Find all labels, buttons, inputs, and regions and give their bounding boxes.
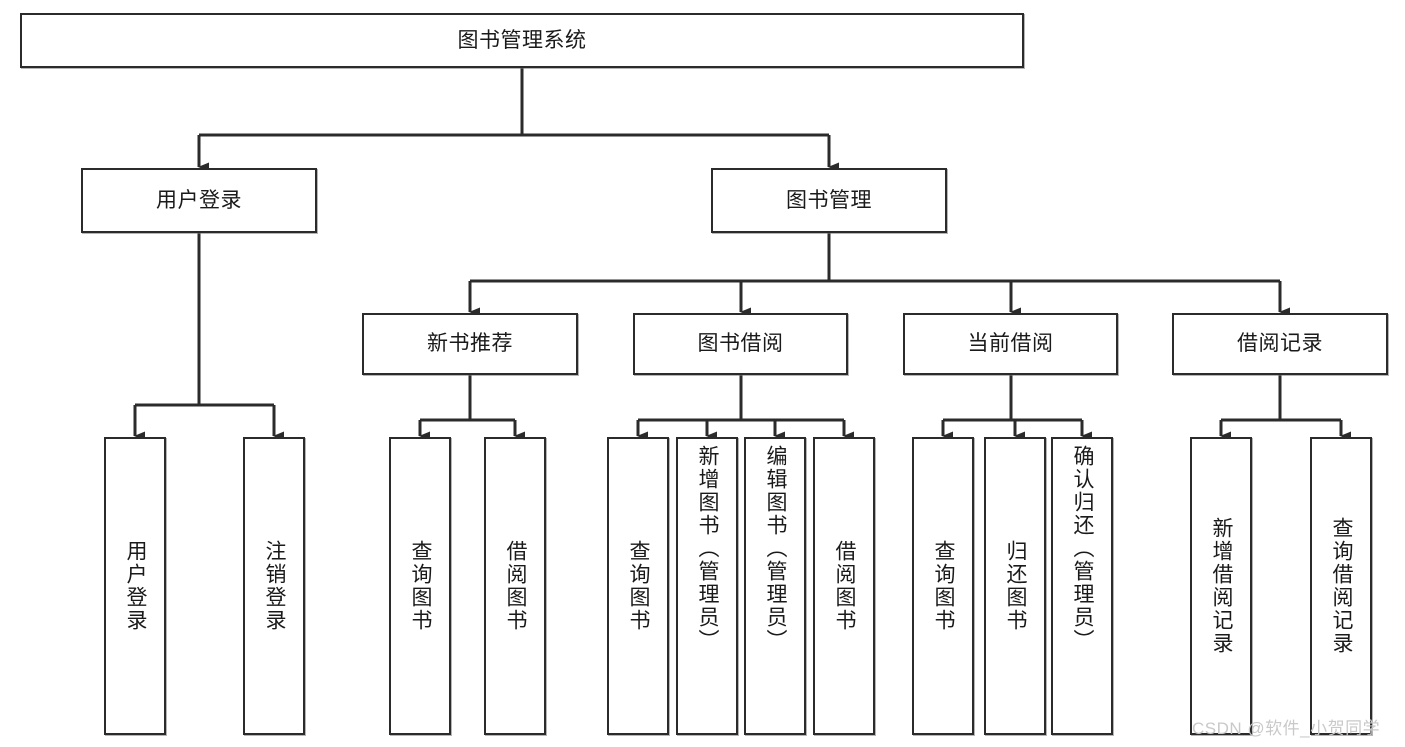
node-label: 借阅图书	[833, 540, 857, 632]
node-leaf-return-book[interactable]: 归还图书	[984, 437, 1046, 735]
node-leaf-edit-book[interactable]: 编辑图书（管理员）	[744, 437, 806, 735]
node-book-manage[interactable]: 图书管理	[711, 168, 947, 233]
node-label: 图书管理	[786, 188, 872, 212]
node-label: 编辑图书（管理员）	[764, 445, 788, 652]
node-book-borrow[interactable]: 图书借阅	[633, 313, 848, 375]
node-leaf-logout[interactable]: 注销登录	[243, 437, 305, 735]
node-label: 查询借阅记录	[1330, 517, 1354, 655]
node-label: 归还图书	[1004, 540, 1028, 632]
node-leaf-confirm-return[interactable]: 确认归还（管理员）	[1051, 437, 1113, 735]
node-leaf-borrow-book-1[interactable]: 借阅图书	[484, 437, 546, 735]
node-leaf-query-record[interactable]: 查询借阅记录	[1310, 437, 1372, 735]
node-root[interactable]: 图书管理系统	[20, 13, 1024, 68]
watermark-text: CSDN @软件_小贺同学	[1192, 719, 1381, 738]
node-label: 查询图书	[627, 540, 651, 632]
node-borrow-record[interactable]: 借阅记录	[1172, 313, 1388, 375]
node-label: 用户登录	[124, 540, 148, 632]
node-leaf-query-book-2[interactable]: 查询图书	[607, 437, 669, 735]
node-leaf-add-book[interactable]: 新增图书（管理员）	[676, 437, 738, 735]
node-label: 用户登录	[156, 188, 242, 212]
node-label: 新书推荐	[427, 332, 513, 356]
node-leaf-query-book-1[interactable]: 查询图书	[389, 437, 451, 735]
node-label: 确认归还（管理员）	[1071, 445, 1095, 652]
node-label: 借阅图书	[504, 540, 528, 632]
node-label: 图书管理系统	[457, 28, 587, 52]
node-label: 当前借阅	[967, 332, 1054, 356]
node-user-login[interactable]: 用户登录	[81, 168, 317, 233]
node-leaf-user-login[interactable]: 用户登录	[104, 437, 166, 735]
node-label: 新增借阅记录	[1210, 517, 1234, 655]
node-label: 查询图书	[409, 540, 433, 632]
node-label: 注销登录	[263, 540, 287, 632]
node-label: 新增图书（管理员）	[696, 445, 720, 652]
node-label: 查询图书	[932, 540, 956, 632]
node-leaf-borrow-book-2[interactable]: 借阅图书	[813, 437, 875, 735]
node-leaf-add-record[interactable]: 新增借阅记录	[1190, 437, 1252, 735]
node-leaf-query-book-3[interactable]: 查询图书	[912, 437, 974, 735]
node-label: 图书借阅	[697, 332, 784, 356]
node-label: 借阅记录	[1237, 332, 1323, 356]
node-new-book-recommend[interactable]: 新书推荐	[362, 313, 578, 375]
node-current-borrow[interactable]: 当前借阅	[903, 313, 1118, 375]
